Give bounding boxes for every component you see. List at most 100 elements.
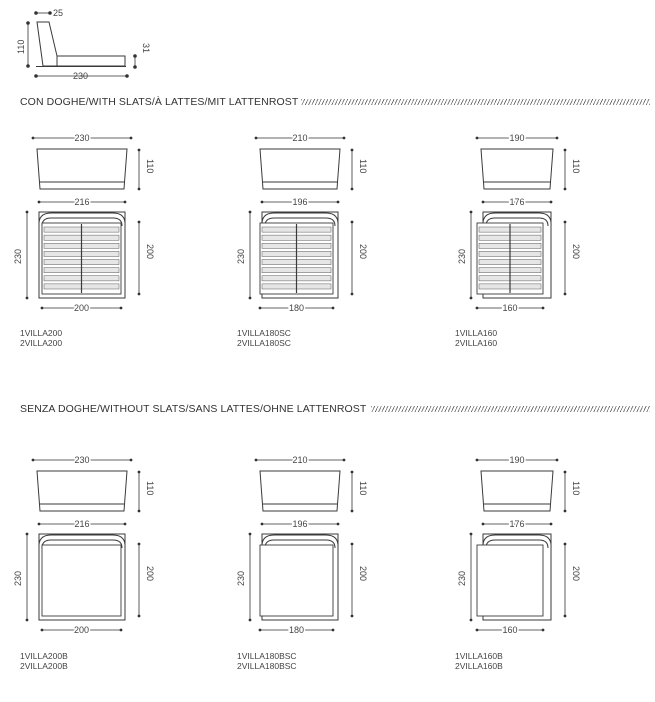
front-height-dimension-start bbox=[137, 148, 141, 152]
mattress-length-dimension-end bbox=[350, 292, 354, 296]
inner-width-label: 196 bbox=[292, 197, 307, 207]
inner-width-dimension-end bbox=[336, 522, 340, 526]
plan-view-mattress-area bbox=[41, 544, 122, 617]
length-dimension-start bbox=[469, 210, 473, 214]
mattress-width-dimension-start bbox=[475, 628, 479, 632]
product-code: 2VILLA180BSC bbox=[237, 661, 297, 671]
inner-width-label: 196 bbox=[292, 519, 307, 529]
mattress-length-dimension-end bbox=[350, 614, 354, 618]
inner-width-dimension-end bbox=[123, 200, 127, 204]
length-dimension-end bbox=[469, 618, 473, 622]
front-height-label: 110 bbox=[145, 159, 155, 173]
mattress-width-dimension-end bbox=[331, 628, 335, 632]
mattress-length-dimension-start bbox=[350, 542, 354, 546]
front-view-headboard bbox=[259, 470, 341, 512]
outer-width-dimension-end bbox=[555, 458, 559, 462]
outer-width-label: 210 bbox=[292, 133, 307, 143]
length-dimension-end bbox=[469, 296, 473, 300]
mattress-width-dimension-end bbox=[119, 628, 123, 632]
length-dimension-end bbox=[25, 618, 29, 622]
mattress-width-dimension-end bbox=[541, 628, 545, 632]
side-length-label: 230 bbox=[73, 71, 88, 81]
section-title-without-slats: SENZA DOGHE/WITHOUT SLATS/SANS LATTES/OH… bbox=[20, 403, 367, 415]
front-view-headboard bbox=[36, 470, 128, 512]
inner-width-dimension-end bbox=[123, 522, 127, 526]
mattress-length-dimension-start bbox=[350, 220, 354, 224]
outer-width-dimension-start bbox=[475, 136, 479, 140]
product-code: 2VILLA200 bbox=[20, 338, 63, 348]
outer-width-dimension-start bbox=[254, 458, 258, 462]
mattress-width-dimension-start bbox=[40, 628, 44, 632]
front-height-dimension-end bbox=[563, 187, 567, 191]
product-code: 1VILLA180BSC bbox=[237, 651, 297, 661]
mattress-length-label: 200 bbox=[571, 566, 581, 581]
front-height-dimension-end bbox=[350, 509, 354, 513]
inner-width-label: 216 bbox=[74, 519, 89, 529]
inner-width-label: 216 bbox=[74, 197, 89, 207]
mattress-width-dimension-start bbox=[258, 306, 262, 310]
front-height-dimension-start bbox=[563, 470, 567, 474]
length-label: 230 bbox=[13, 249, 23, 264]
front-height-label: 110 bbox=[571, 159, 581, 173]
mattress-length-label: 200 bbox=[571, 244, 581, 259]
front-height-dimension-start bbox=[137, 470, 141, 474]
side-base-height-label: 31 bbox=[141, 43, 151, 53]
front-view-headboard bbox=[259, 148, 341, 190]
length-label: 230 bbox=[457, 249, 467, 264]
front-height-label: 110 bbox=[358, 481, 368, 495]
outer-width-label: 210 bbox=[292, 455, 307, 465]
mattress-length-dimension-end bbox=[137, 292, 141, 296]
length-label: 230 bbox=[236, 249, 246, 264]
mattress-width-dimension-start bbox=[40, 306, 44, 310]
inner-width-dimension-start bbox=[37, 522, 41, 526]
length-dimension-end bbox=[248, 296, 252, 300]
mattress-width-dimension-start bbox=[258, 628, 262, 632]
outer-width-dimension-end bbox=[129, 136, 133, 140]
front-view-headboard bbox=[480, 148, 554, 190]
inner-width-dimension-start bbox=[481, 522, 485, 526]
outer-width-dimension-end bbox=[342, 136, 346, 140]
product-code: 2VILLA160 bbox=[455, 338, 498, 348]
section-title-with-slats: CON DOGHE/WITH SLATS/À LATTES/MIT LATTEN… bbox=[20, 96, 299, 108]
front-height-label: 110 bbox=[358, 159, 368, 173]
front-view-headboard bbox=[480, 470, 554, 512]
mattress-length-dimension-end bbox=[563, 614, 567, 618]
mattress-width-dimension-end bbox=[119, 306, 123, 310]
product-code: 1VILLA200B bbox=[20, 651, 68, 661]
side-height-label: 110 bbox=[16, 40, 26, 54]
mattress-length-label: 200 bbox=[145, 566, 155, 581]
mattress-length-dimension-end bbox=[137, 614, 141, 618]
mattress-length-dimension-start bbox=[563, 220, 567, 224]
front-height-dimension-end bbox=[563, 509, 567, 513]
length-dimension-end bbox=[25, 296, 29, 300]
outer-width-label: 190 bbox=[509, 455, 524, 465]
mattress-width-label: 160 bbox=[502, 303, 517, 313]
front-height-dimension-start bbox=[350, 148, 354, 152]
plan-view-mattress-area bbox=[476, 544, 544, 617]
front-height-dimension-end bbox=[350, 187, 354, 191]
front-height-dimension-start bbox=[350, 470, 354, 474]
mattress-length-dimension-start bbox=[137, 220, 141, 224]
front-view-headboard bbox=[36, 148, 128, 190]
length-dimension-start bbox=[25, 532, 29, 536]
outer-width-dimension-start bbox=[254, 136, 258, 140]
inner-width-label: 176 bbox=[509, 197, 524, 207]
outer-width-dimension-start bbox=[31, 136, 35, 140]
length-dimension-start bbox=[469, 532, 473, 536]
mattress-length-dimension-end bbox=[563, 292, 567, 296]
side-backrest-label: 25 bbox=[53, 8, 63, 18]
inner-width-dimension-start bbox=[37, 200, 41, 204]
mattress-width-dimension-start bbox=[475, 306, 479, 310]
outer-width-dimension-end bbox=[129, 458, 133, 462]
mattress-length-label: 200 bbox=[358, 566, 368, 581]
inner-width-dimension-end bbox=[336, 200, 340, 204]
product-code: 1VILLA160 bbox=[455, 328, 498, 338]
outer-width-label: 230 bbox=[74, 133, 89, 143]
